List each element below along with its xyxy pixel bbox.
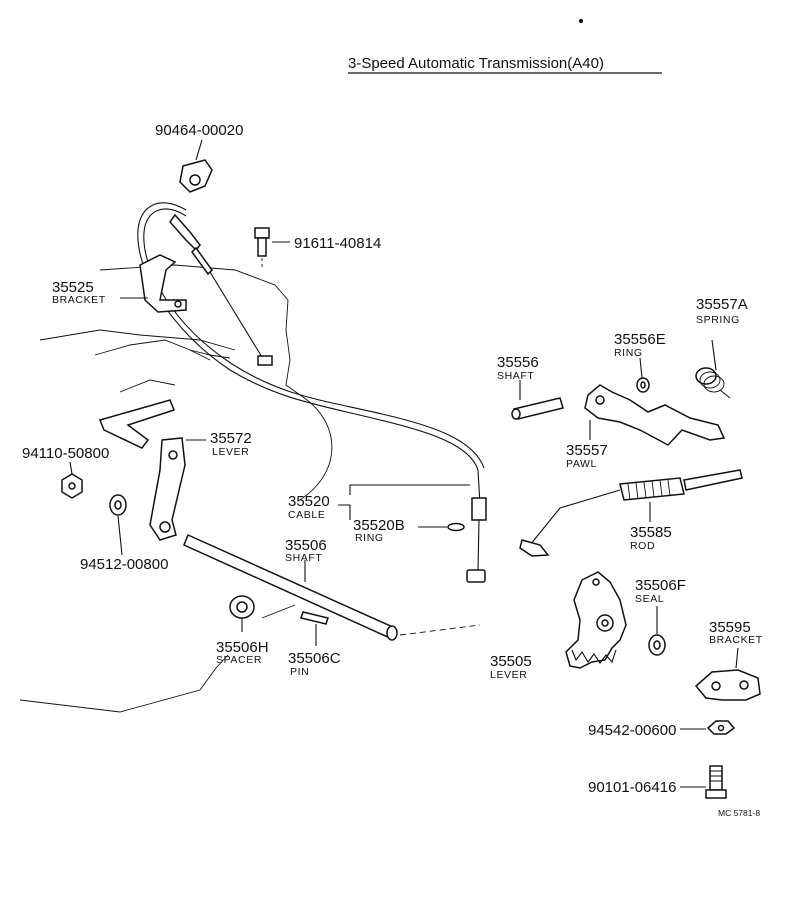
label-94542-number: 94542-00600	[588, 722, 676, 739]
pawl-35557	[584, 384, 726, 446]
lever-35505	[565, 571, 627, 669]
label-35585-name: ROD	[630, 540, 655, 552]
label-90101-number: 90101-06416	[588, 779, 676, 796]
label-94512-number: 94512-00800	[80, 556, 168, 573]
spacer-35506H	[229, 595, 255, 619]
leader-90464	[195, 139, 203, 161]
washer-94542	[706, 720, 736, 735]
washer-94512	[109, 494, 127, 516]
bolt-90101	[705, 765, 727, 799]
cable-35520	[137, 202, 487, 583]
leader-35556E	[639, 357, 643, 379]
leader-94512	[117, 515, 123, 556]
label-35525-name: BRACKET	[52, 294, 106, 306]
label-35520B-name: RING	[355, 532, 384, 544]
label-35520-number: 35520	[288, 493, 330, 510]
label-35557A-number: 35557A	[696, 296, 748, 313]
label-35556E-name: RING	[614, 347, 643, 359]
label-35506H-number: 35506H	[216, 639, 269, 656]
seal-35506F	[648, 634, 666, 656]
shaft-35556	[511, 397, 564, 420]
speck	[578, 18, 584, 24]
ring-35520B	[447, 522, 465, 532]
label-35585-number: 35585	[630, 524, 672, 541]
reference-code: MC 5781-8	[718, 808, 760, 818]
bracket-35525	[139, 254, 187, 313]
ring-35556E	[636, 377, 650, 393]
label-35572-name: LEVER	[212, 446, 249, 458]
bolt-91611	[254, 227, 270, 257]
label-35525-number: 35525	[52, 279, 94, 296]
label-35557-name: PAWL	[566, 458, 597, 470]
clip-90464	[179, 159, 213, 193]
pin-35506C	[300, 611, 329, 625]
label-35556-number: 35556	[497, 354, 539, 371]
label-90464-number: 90464-00020	[155, 122, 243, 139]
label-35557A-name: SPRING	[696, 314, 740, 326]
spring-35557A	[695, 339, 731, 399]
label-35506-number: 35506	[285, 537, 327, 554]
shaft-35506	[183, 533, 398, 641]
label-35506H-name: SPACER	[216, 654, 262, 666]
bracket-35595	[694, 669, 761, 701]
label-35557-number: 35557	[566, 442, 608, 459]
leader-94110	[69, 461, 73, 475]
label-91611-number: 91611-40814	[294, 235, 381, 252]
label-35506F-name: SEAL	[635, 593, 664, 605]
diagram-title: 3-Speed Automatic Transmission(A40)	[348, 55, 604, 72]
label-35595-number: 35595	[709, 619, 751, 636]
label-35556E-number: 35556E	[614, 331, 666, 348]
shaft-guide	[399, 624, 481, 636]
label-35506F-number: 35506F	[635, 577, 686, 594]
rod-35585	[519, 469, 743, 557]
label-35506C-number: 35506C	[288, 650, 341, 667]
label-35506C-name: PIN	[290, 666, 309, 678]
label-35505-number: 35505	[490, 653, 532, 670]
label-35572-number: 35572	[210, 430, 252, 447]
select-shaft	[98, 399, 175, 449]
label-35520-name: CABLE	[288, 509, 325, 521]
label-35505-name: LEVER	[490, 669, 527, 681]
label-35595-name: BRACKET	[709, 634, 763, 646]
leader-35520	[338, 484, 470, 520]
housing-outline	[19, 264, 301, 713]
nut-94110	[61, 473, 83, 499]
leader-35595	[735, 647, 739, 669]
spacer-guide	[261, 604, 296, 619]
label-35556-name: SHAFT	[497, 370, 534, 382]
lever-35572	[149, 437, 186, 541]
label-94110-number: 94110-50800	[22, 445, 109, 462]
label-35506-name: SHAFT	[285, 552, 322, 564]
label-35520B-number: 35520B	[353, 517, 405, 534]
